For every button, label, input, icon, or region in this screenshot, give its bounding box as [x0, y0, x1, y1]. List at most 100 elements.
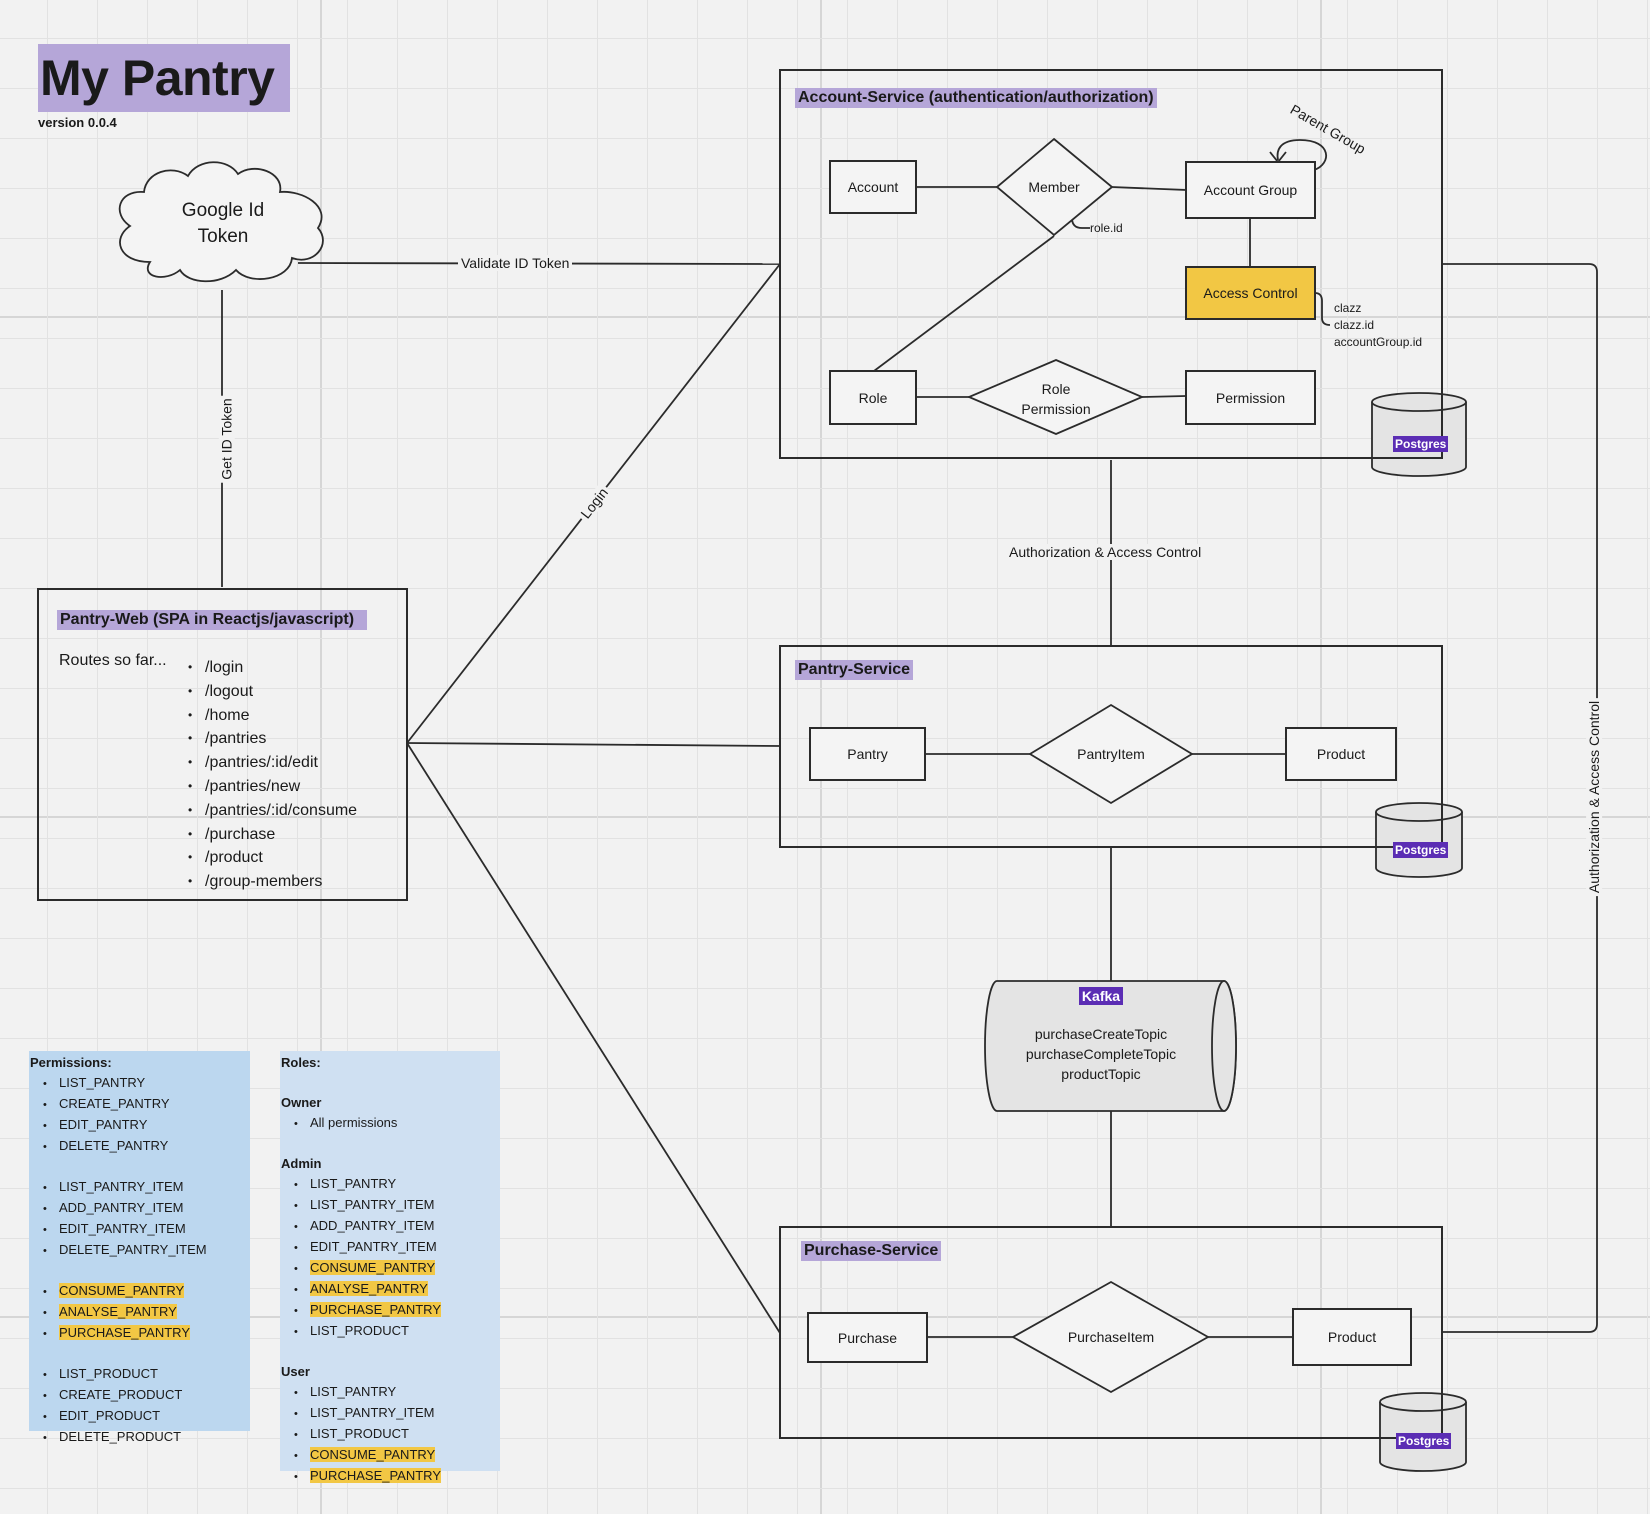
purchase-db-label: Postgres [1396, 1433, 1452, 1449]
permission-item: CREATE_PANTRY [29, 1094, 250, 1115]
permission-item: LIST_PANTRY [29, 1073, 250, 1094]
permissions-title: Permissions: [30, 1055, 112, 1070]
kafka-topic: purchaseCompleteTopic [1025, 1046, 1177, 1062]
account-entity: Account [829, 160, 917, 214]
role-permission-item: CONSUME_PANTRY [280, 1258, 500, 1279]
route-item: /login [188, 656, 357, 680]
role-permission-item: All permissions [280, 1113, 500, 1134]
role-permission-item: PURCHASE_PANTRY [280, 1466, 500, 1487]
permission-item: EDIT_PANTRY_ITEM [29, 1219, 250, 1240]
role-permission-item: ANALYSE_PANTRY [280, 1279, 500, 1300]
account-group-entity: Account Group [1185, 161, 1316, 219]
purchase-service-title: Purchase-Service [801, 1241, 942, 1261]
account-db-label: Postgres [1393, 436, 1449, 452]
account-service-box [779, 69, 1443, 459]
permission-item: ANALYSE_PANTRY [29, 1302, 250, 1323]
account-postgres: Postgres [1393, 435, 1449, 453]
pantry-product-entity: Product [1285, 727, 1397, 781]
role-permission-item: LIST_PANTRY [280, 1174, 500, 1195]
cloud-label-line2: Token [197, 226, 249, 247]
authorization-access-control-label: Authorization & Access Control [1006, 544, 1205, 560]
permission-item: CREATE_PRODUCT [29, 1385, 250, 1406]
role-entity: Role [829, 370, 917, 425]
route-item: /pantries [188, 727, 357, 751]
role-permission-line2: Permission [1021, 401, 1091, 417]
route-item: /home [188, 704, 357, 728]
route-item: /logout [188, 680, 357, 704]
roles-title: Roles: [281, 1055, 321, 1070]
permission-item: CONSUME_PANTRY [29, 1281, 250, 1302]
permission-group: CONSUME_PANTRY ANALYSE_PANTRY PURCHASE_P… [29, 1281, 250, 1344]
permission-item: LIST_PRODUCT [29, 1364, 250, 1385]
pantry-web-box [37, 588, 408, 901]
kafka-topic: purchaseCreateTopic [1034, 1026, 1168, 1042]
page-title: My Pantry [38, 44, 290, 112]
pantry-postgres: Postgres [1393, 841, 1449, 859]
cloud-label-line1: Google Id [181, 200, 265, 221]
authorization-access-control-side-label: Authorization & Access Control [1586, 697, 1603, 897]
role-permission-line1: Role [1041, 381, 1071, 397]
member-relation: Member [1028, 179, 1080, 195]
access-control-entity: Access Control [1185, 266, 1316, 320]
validate-id-token-label: Validate ID Token [458, 255, 573, 271]
pantry-item-relation: PantryItem [1077, 746, 1145, 762]
route-item: /pantries/new [188, 775, 357, 799]
version-label: version 0.0.4 [38, 115, 117, 130]
role-permission-item: ADD_PANTRY_ITEM [280, 1216, 500, 1237]
attr-clazz: clazz [1334, 301, 1362, 315]
permission-item: LIST_PANTRY_ITEM [29, 1177, 250, 1198]
permission-item: PURCHASE_PANTRY [29, 1323, 250, 1344]
role-permission-item: CONSUME_PANTRY [280, 1445, 500, 1466]
routes-list: /login /logout /home /pantries /pantries… [188, 656, 357, 894]
routes-intro: Routes so far... [59, 652, 167, 669]
route-item: /purchase [188, 823, 357, 847]
role-permission-item: PURCHASE_PANTRY [280, 1300, 500, 1321]
purchase-entity: Purchase [807, 1312, 928, 1363]
pantry-service-box [779, 645, 1443, 848]
purchase-item-relation: PurchaseItem [1067, 1329, 1155, 1345]
purchase-product-entity: Product [1292, 1308, 1412, 1366]
pantry-entity: Pantry [809, 727, 926, 781]
permission-group: LIST_PRODUCT CREATE_PRODUCT EDIT_PRODUCT… [29, 1364, 250, 1448]
permission-item: DELETE_PRODUCT [29, 1427, 250, 1448]
role-permission-item: LIST_PANTRY_ITEM [280, 1195, 500, 1216]
permission-group: LIST_PANTRY_ITEM ADD_PANTRY_ITEM EDIT_PA… [29, 1177, 250, 1261]
roles-panel: Roles: Owner All permissions Admin LIST_… [280, 1051, 500, 1483]
admin-permissions: LIST_PANTRY LIST_PANTRY_ITEM ADD_PANTRY_… [280, 1174, 500, 1342]
permission-entity: Permission [1185, 370, 1316, 425]
kafka-topic: productTopic [1061, 1066, 1141, 1082]
permissions-panel: Permissions: LIST_PANTRY CREATE_PANTRY E… [29, 1051, 250, 1444]
role-user: User [281, 1364, 310, 1379]
role-permission-item: LIST_PANTRY [280, 1382, 500, 1403]
role-permission-item: LIST_PRODUCT [280, 1424, 500, 1445]
pantry-service-title: Pantry-Service [795, 660, 914, 680]
purchase-service-box [779, 1226, 1443, 1439]
role-permission-item: EDIT_PANTRY_ITEM [280, 1237, 500, 1258]
kafka-queue: Kafka purchaseCreateTopic purchaseComple… [990, 987, 1212, 1084]
route-item: /product [188, 846, 357, 870]
role-id-label: role.id [1090, 221, 1123, 235]
route-item: /pantries/:id/consume [188, 799, 357, 823]
role-owner: Owner [281, 1095, 322, 1110]
purchase-postgres: Postgres [1396, 1432, 1452, 1450]
permission-item: DELETE_PANTRY_ITEM [29, 1240, 250, 1261]
role-permission-relation: Role Permission [1006, 379, 1106, 419]
attr-account-group-id: accountGroup.id [1334, 335, 1423, 349]
get-id-token-label: Get ID Token [218, 395, 235, 483]
cloud-shape [118, 161, 324, 283]
role-permission-item: LIST_PANTRY_ITEM [280, 1403, 500, 1424]
permission-group: LIST_PANTRY CREATE_PANTRY EDIT_PANTRY DE… [29, 1073, 250, 1157]
owner-permissions: All permissions [280, 1113, 500, 1134]
route-item: /group-members [188, 870, 357, 894]
pantry-db-label: Postgres [1393, 842, 1449, 858]
kafka-label: Kafka [1078, 987, 1124, 1005]
permission-item: DELETE_PANTRY [29, 1136, 250, 1157]
pantry-web-title: Pantry-Web (SPA in Reactjs/javascript) [57, 610, 368, 630]
permission-item: EDIT_PANTRY [29, 1115, 250, 1136]
permission-item: EDIT_PRODUCT [29, 1406, 250, 1427]
google-id-token-cloud: Google Id Token [160, 198, 286, 250]
route-item: /pantries/:id/edit [188, 751, 357, 775]
role-permission-item: LIST_PRODUCT [280, 1321, 500, 1342]
permission-item: ADD_PANTRY_ITEM [29, 1198, 250, 1219]
access-control-attributes: clazz clazz.id accountGroup.id [1334, 300, 1422, 351]
